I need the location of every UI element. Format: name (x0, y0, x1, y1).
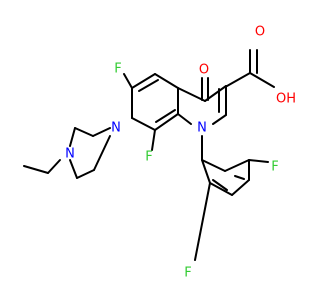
fluorine-para-label: F (184, 266, 191, 281)
fluorine-c6-label: F (114, 62, 121, 77)
bond-line (93, 135, 111, 171)
nitrogen-piperazine-aryl-label: N (111, 121, 121, 136)
bond-line (201, 159, 211, 184)
bond-line (224, 159, 250, 172)
fluorine-c8-label: F (145, 150, 152, 165)
molecule-structure: O OH O F F F F N N N (23, 24, 297, 281)
bond-line (212, 114, 227, 125)
bond-line (69, 127, 76, 147)
bonds (23, 49, 275, 261)
bond-line (212, 179, 228, 191)
nitrogen-quinolone-label: N (197, 121, 207, 136)
bond-line (177, 87, 206, 102)
bond-line (249, 72, 275, 88)
bond-line (209, 182, 233, 196)
bond-line (69, 159, 78, 179)
bond-line (231, 179, 250, 196)
bond-line (177, 113, 192, 125)
bond-line (76, 169, 95, 179)
bond-line (138, 79, 159, 92)
bond-line (226, 72, 251, 87)
bond-line (194, 182, 211, 261)
bond-line (201, 159, 226, 172)
bond-line (47, 159, 61, 174)
bond-line (204, 85, 227, 102)
bond-line (151, 129, 156, 151)
bond-line (234, 175, 245, 180)
bond-line (154, 113, 179, 131)
bond-line (155, 109, 176, 123)
bond-line (74, 127, 94, 137)
bond-line (248, 159, 269, 163)
nitrogen-piperazine-ethyl-label: N (65, 147, 75, 162)
bond-line (154, 73, 179, 89)
oxygen-carbonyl-label: O (255, 25, 265, 40)
fluorine-ortho-label: F (271, 160, 278, 175)
bond-line (131, 117, 156, 131)
bond-line (131, 73, 156, 89)
atom-labels: O OH O F F F F N N N (65, 25, 296, 281)
hydroxyl-label: OH (276, 92, 296, 107)
bond-line (123, 73, 133, 89)
oxygen-ketone-label: O (199, 63, 209, 78)
bond-line (92, 127, 111, 137)
bond-line (23, 165, 49, 174)
